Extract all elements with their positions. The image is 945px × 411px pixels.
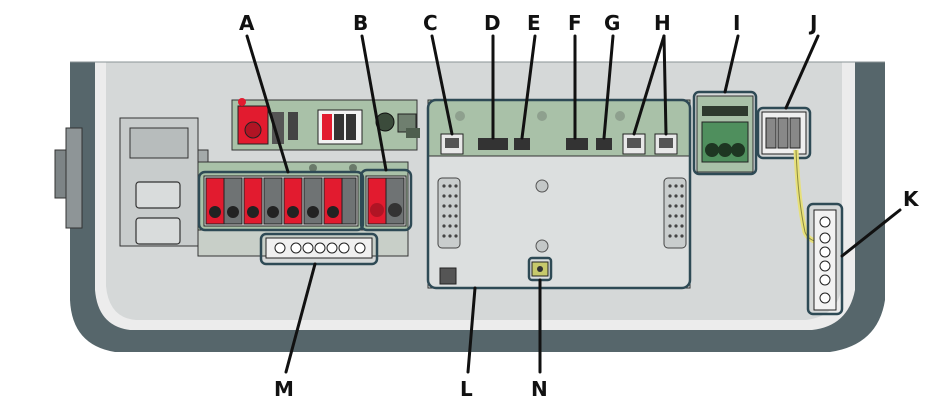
callout-a: A [239, 11, 255, 35]
highlight-k [806, 202, 844, 316]
callout-n: N [531, 377, 548, 401]
callout-e: E [527, 11, 541, 35]
grounding-strip-k [813, 209, 837, 311]
callout-h: H [654, 11, 671, 35]
callout-j: J [808, 11, 817, 35]
callout-c: C [423, 11, 438, 35]
leader-lines [245, 34, 902, 374]
callout-d: D [484, 11, 501, 35]
dc-terminal-block-a [203, 175, 359, 227]
callout-g: G [604, 11, 620, 35]
callout-i: I [733, 11, 740, 35]
communication-board [427, 99, 691, 289]
highlight-j [756, 106, 812, 160]
upper-left-board [231, 98, 420, 151]
callout-l: L [460, 377, 473, 401]
highlight-a [197, 170, 365, 232]
grounding-strip-m [265, 237, 373, 259]
terminal-block-j [761, 111, 807, 155]
ac-terminal-block-i [696, 95, 754, 173]
callout-k: K [903, 187, 920, 211]
highlight-l [426, 98, 692, 290]
callout-b: B [353, 11, 368, 35]
callout-m: M [274, 377, 294, 401]
highlight-m [259, 232, 379, 266]
callout-labels: A B C D E F G H I J K L M N [239, 11, 920, 401]
side-bracket [54, 117, 209, 247]
callout-f: F [568, 11, 582, 35]
dc-terminal-block-b [365, 175, 407, 227]
